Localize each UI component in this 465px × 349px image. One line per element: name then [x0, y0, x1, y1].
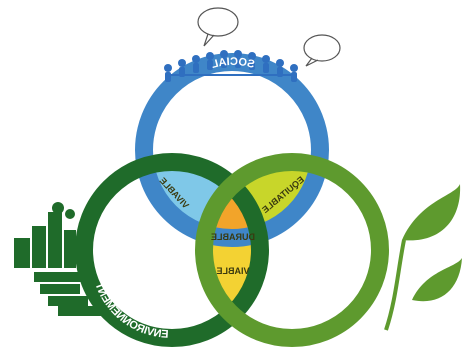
leaf-branch-icon — [386, 184, 462, 330]
viable-label: VIABLE — [216, 266, 249, 276]
durable-label: DURABLE — [211, 232, 255, 242]
economie-label: ECONOMIE — [330, 247, 357, 305]
speech-bubble-icon — [304, 35, 340, 66]
speech-bubble-icon — [198, 8, 238, 46]
economie-label-text: ECONOMIE — [330, 247, 357, 305]
